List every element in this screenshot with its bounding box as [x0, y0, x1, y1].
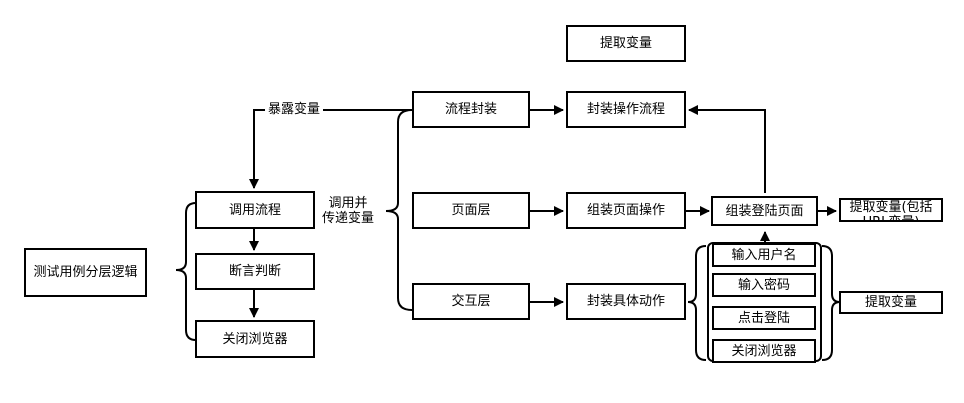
close-browser-node: 关闭浏览器 [195, 320, 315, 358]
assemble-page-ops-node: 组装页面操作 [566, 192, 686, 229]
call-flow-node: 调用流程 [195, 191, 315, 229]
root-node: 测试用例分层逻辑 [24, 248, 147, 297]
extract-var-top-node: 提取变量 [566, 25, 686, 62]
encap-actions-node: 封装具体动作 [566, 283, 686, 320]
assert-node: 断言判断 [195, 253, 315, 290]
arrow-login-to-flow [688, 105, 766, 193]
extract-var-url-node: 提取变量(包括URL变量) [839, 198, 943, 222]
brace-actions-left [687, 245, 707, 361]
encap-flow-node: 封装操作流程 [566, 91, 686, 128]
brace-layers [385, 109, 413, 311]
page-layer-node: 页面层 [412, 192, 530, 229]
extract-var-right-node: 提取变量 [839, 291, 943, 314]
brace-root [175, 202, 197, 341]
close-browser-2-node: 关闭浏览器 [712, 339, 816, 363]
flow-encap-node: 流程封装 [412, 91, 530, 128]
click-login-node: 点击登陆 [712, 306, 816, 330]
assemble-login-page-node: 组装登陆页面 [711, 196, 818, 226]
expose-vars-label: 暴露变量 [265, 102, 323, 117]
input-username-node: 输入用户名 [712, 243, 816, 267]
call-and-pass-line2: 传递变量 [321, 211, 374, 226]
input-password-node: 输入密码 [712, 273, 816, 297]
interaction-layer-node: 交互层 [412, 283, 530, 320]
call-and-pass-label: 调用并 传递变量 [318, 196, 378, 226]
brace-actions-right [821, 245, 841, 361]
arrow-expose-vars [249, 109, 412, 189]
call-and-pass-line1: 调用并 [328, 196, 368, 211]
